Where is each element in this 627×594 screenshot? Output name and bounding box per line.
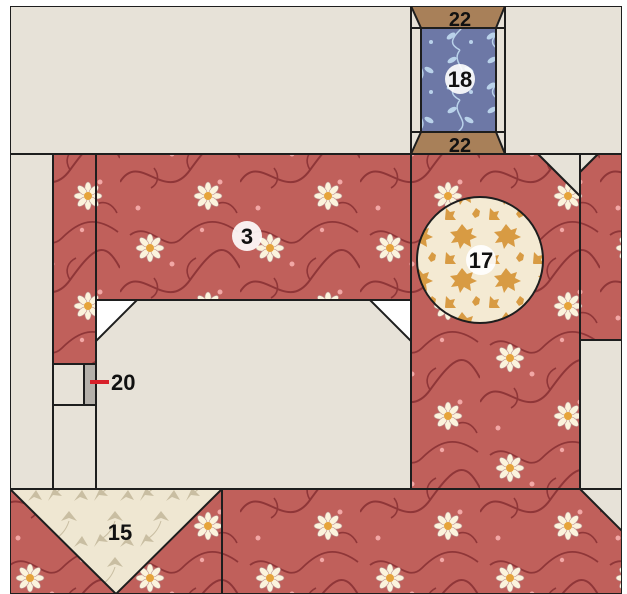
left-lower-background-block <box>53 405 96 489</box>
rose-right-edge-panel <box>580 154 622 340</box>
center-background-panel <box>96 300 411 489</box>
left-edge-background-strip <box>10 154 53 489</box>
piece-17-label: 17 <box>466 245 496 275</box>
piece-18-label: 18 <box>445 64 475 94</box>
piece-3-number: 3 <box>241 224 253 249</box>
bottom-right-rose-panel <box>222 489 622 594</box>
piece-20-number: 20 <box>111 370 135 395</box>
rose-left-column <box>53 154 96 364</box>
piece-3-label: 3 <box>232 221 262 251</box>
piece-17-number: 17 <box>469 248 493 273</box>
piece-18-number: 18 <box>448 67 472 92</box>
piece-22-bottom-number: 22 <box>449 135 471 157</box>
column-right-strip <box>496 28 505 132</box>
left-small-background-square <box>53 364 84 405</box>
top-right-background-panel <box>505 6 622 154</box>
piece-22-top-number: 22 <box>449 9 471 31</box>
piece-15-number: 15 <box>108 520 132 545</box>
piece-20-gray-chip <box>84 364 96 405</box>
column-left-strip <box>411 28 421 132</box>
right-edge-background-strip <box>580 340 622 489</box>
top-left-background-panel <box>10 6 411 154</box>
